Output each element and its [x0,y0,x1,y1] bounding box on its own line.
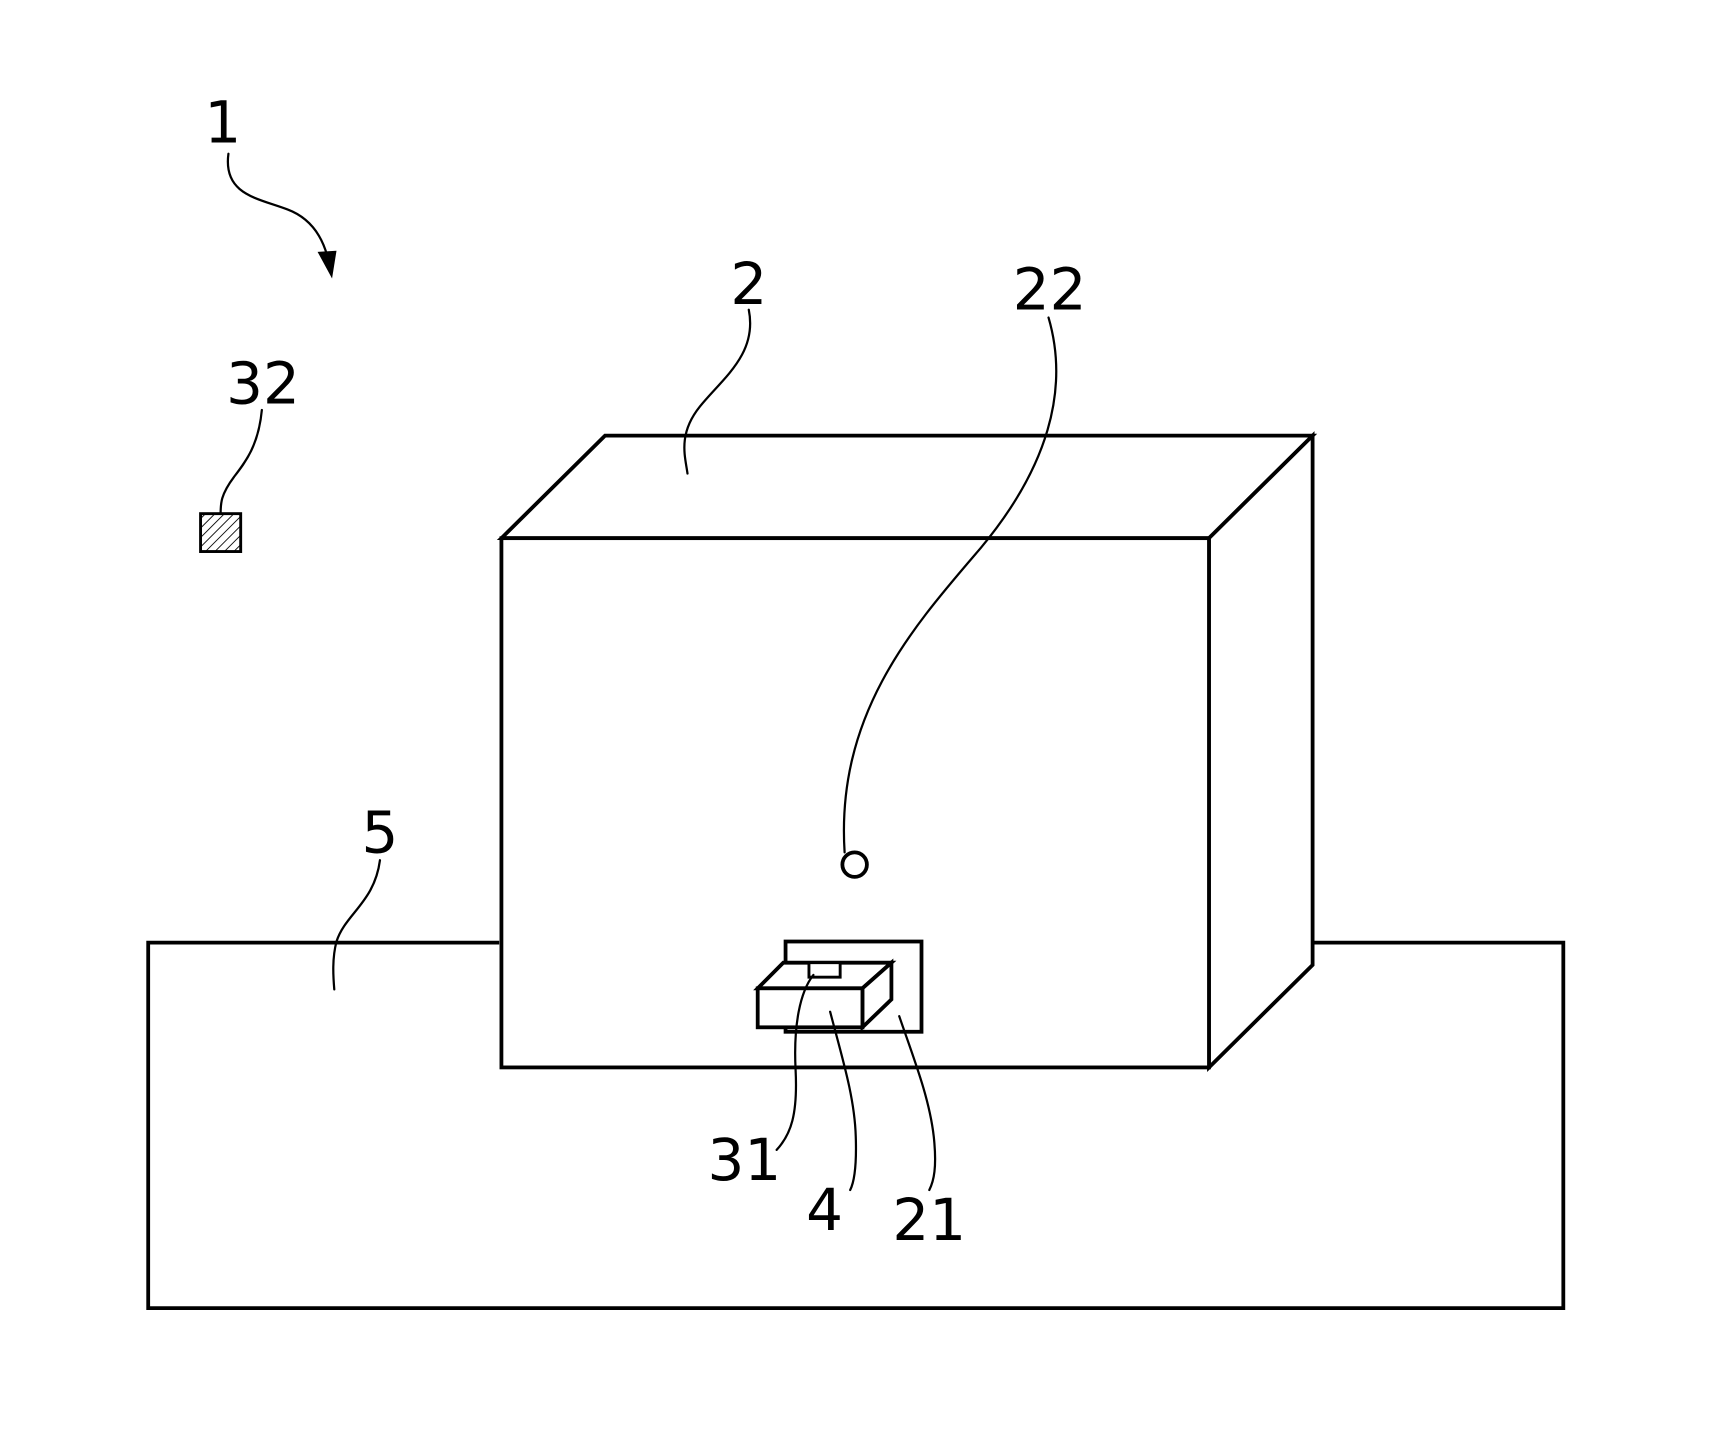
label-housing: 2 [730,250,767,318]
leader-assembly [228,154,330,265]
leader-base [333,860,380,989]
leader-remote [221,410,262,514]
insert-front-face [758,988,863,1027]
label-slot: 21 [892,1186,966,1254]
label-insert: 4 [806,1176,843,1244]
label-remote: 32 [226,349,300,417]
label-indicator: 22 [1013,256,1087,324]
remote-element [201,514,241,552]
label-assembly: 1 [204,89,241,157]
insert-block [758,963,892,1028]
housing-box [501,436,1312,1068]
housing-top-face [501,436,1312,539]
arrow-head [318,251,337,279]
housing-side-face [1209,436,1313,1068]
label-base: 5 [362,798,399,866]
label-contact: 31 [707,1126,781,1194]
